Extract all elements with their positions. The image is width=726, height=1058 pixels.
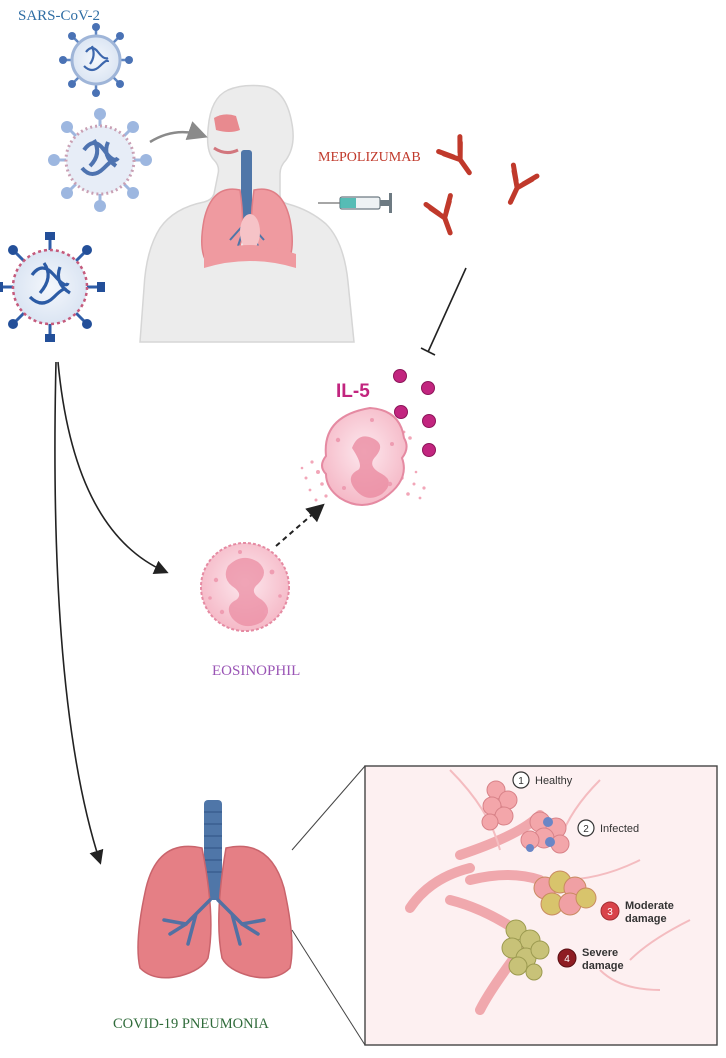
virus-icon-small	[59, 23, 133, 97]
inhalation-arrow	[149, 121, 208, 144]
activated-eosinophil	[300, 406, 426, 506]
drug-label: MEPOLIZUMAB	[318, 150, 421, 165]
stage-4-label-line1: Severe	[582, 947, 618, 959]
antibody-icon-3	[423, 193, 453, 236]
stage-3-badge: 3 Moderate damage	[600, 900, 674, 925]
virus-icon-medium	[48, 108, 152, 212]
stage-1-badge: 1 Healthy	[512, 771, 573, 789]
stage-3-label-line1: Moderate	[625, 900, 674, 912]
cytokine-label: IL-5	[336, 381, 370, 402]
antibody-icon-2	[507, 162, 540, 205]
virus-to-lungs-arrow	[54, 361, 104, 865]
stage-4-number: 4	[564, 954, 570, 965]
eosinophil-label: EOSINOPHIL	[212, 663, 300, 679]
stage-2-badge: 2 Infected	[577, 819, 639, 837]
virus-icon-large	[0, 232, 105, 342]
virus-label: SARS-CoV-2	[18, 8, 100, 24]
syringe-icon	[318, 193, 392, 213]
stage-3-number: 3	[607, 907, 613, 918]
eosinophil-cell	[200, 542, 290, 632]
stage-2-number: 2	[583, 824, 589, 835]
stage-4-label-line2: damage	[582, 960, 624, 972]
alveoli-inset-panel: 1 Healthy 2 Infected 3 Moderate damage 4…	[364, 765, 718, 1046]
activation-arrow	[275, 503, 325, 547]
stage-2-label: Infected	[600, 823, 639, 835]
antibody-icon-1	[436, 134, 472, 176]
stage-4-badge: 4 Severe damage	[557, 947, 624, 972]
zoom-connector	[291, 765, 366, 1046]
il5-molecules	[393, 369, 436, 457]
stage-3-label-line2: damage	[625, 913, 667, 925]
lungs-illustration	[137, 800, 293, 979]
human-torso-illustration	[139, 84, 355, 343]
virus-to-eosinophil-arrow	[57, 361, 169, 574]
pneumonia-label: COVID-19 PNEUMONIA	[113, 1016, 269, 1032]
stage-1-label: Healthy	[535, 775, 573, 787]
inhibition-line	[420, 267, 467, 356]
stage-1-number: 1	[518, 776, 524, 787]
